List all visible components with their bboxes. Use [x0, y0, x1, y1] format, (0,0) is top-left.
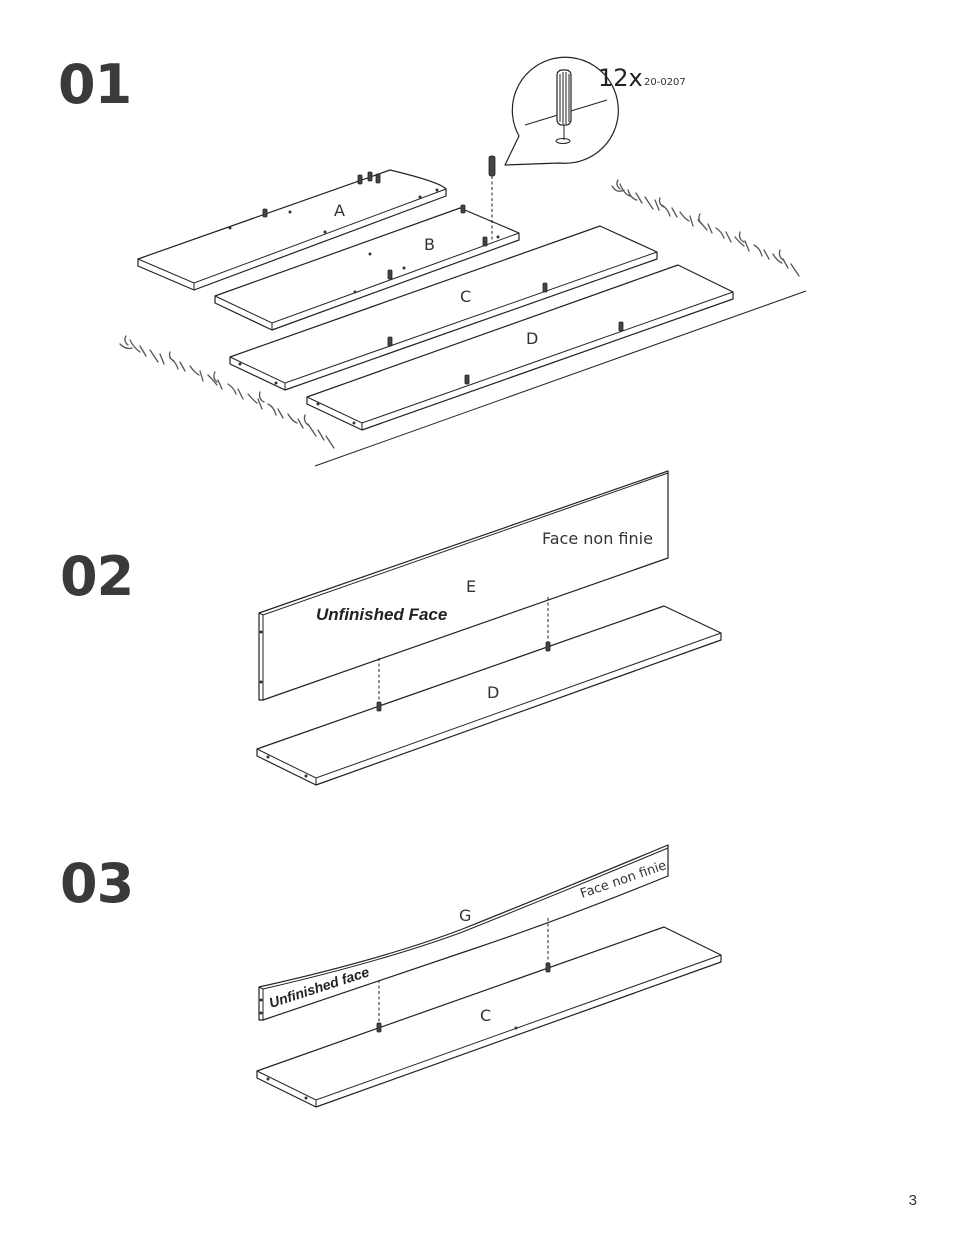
panel-d: D	[306, 264, 734, 431]
panel-c-label: C	[460, 287, 471, 306]
face-non-finie-label: Face non finie	[542, 529, 653, 548]
step1-illustration: A B C	[119, 56, 807, 467]
carpet-texture-left	[119, 335, 335, 449]
panel-a: A	[137, 169, 447, 291]
panel-b: B	[214, 204, 520, 331]
dowel-callout: 12x 20-0207	[504, 56, 686, 166]
step3-illustration: Face non finie G Unfinished face C	[256, 844, 722, 1108]
panel-d-label: D	[526, 329, 538, 348]
dowel-part-code: 20-0207	[644, 77, 686, 88]
carpet-texture-right	[611, 179, 800, 277]
panel-c: C	[229, 225, 658, 391]
panel-b-label: B	[424, 235, 435, 254]
step-number-02: 02	[60, 545, 134, 608]
panel-c-step3: C	[256, 926, 722, 1108]
panel-e: Face non finie E Unfinished Face	[258, 470, 669, 701]
floor-line	[314, 290, 807, 467]
dowel-quantity: 12x	[598, 64, 643, 92]
dowel-insert-guide	[488, 155, 496, 240]
step-number-03: 03	[60, 852, 134, 915]
unfinished-face-label: Unfinished Face	[316, 605, 447, 624]
panel-g-label: G	[459, 906, 471, 925]
panel-d-step2-label: D	[487, 683, 499, 702]
panel-e-label: E	[466, 577, 476, 596]
panel-c-step3-label: C	[480, 1006, 491, 1025]
step-number-01: 01	[58, 53, 132, 116]
panel-d-step2: D	[256, 605, 722, 786]
step2-illustration: Face non finie E Unfinished Face D	[256, 470, 722, 786]
panel-a-label: A	[334, 201, 345, 220]
page-number: 3	[908, 1192, 917, 1209]
